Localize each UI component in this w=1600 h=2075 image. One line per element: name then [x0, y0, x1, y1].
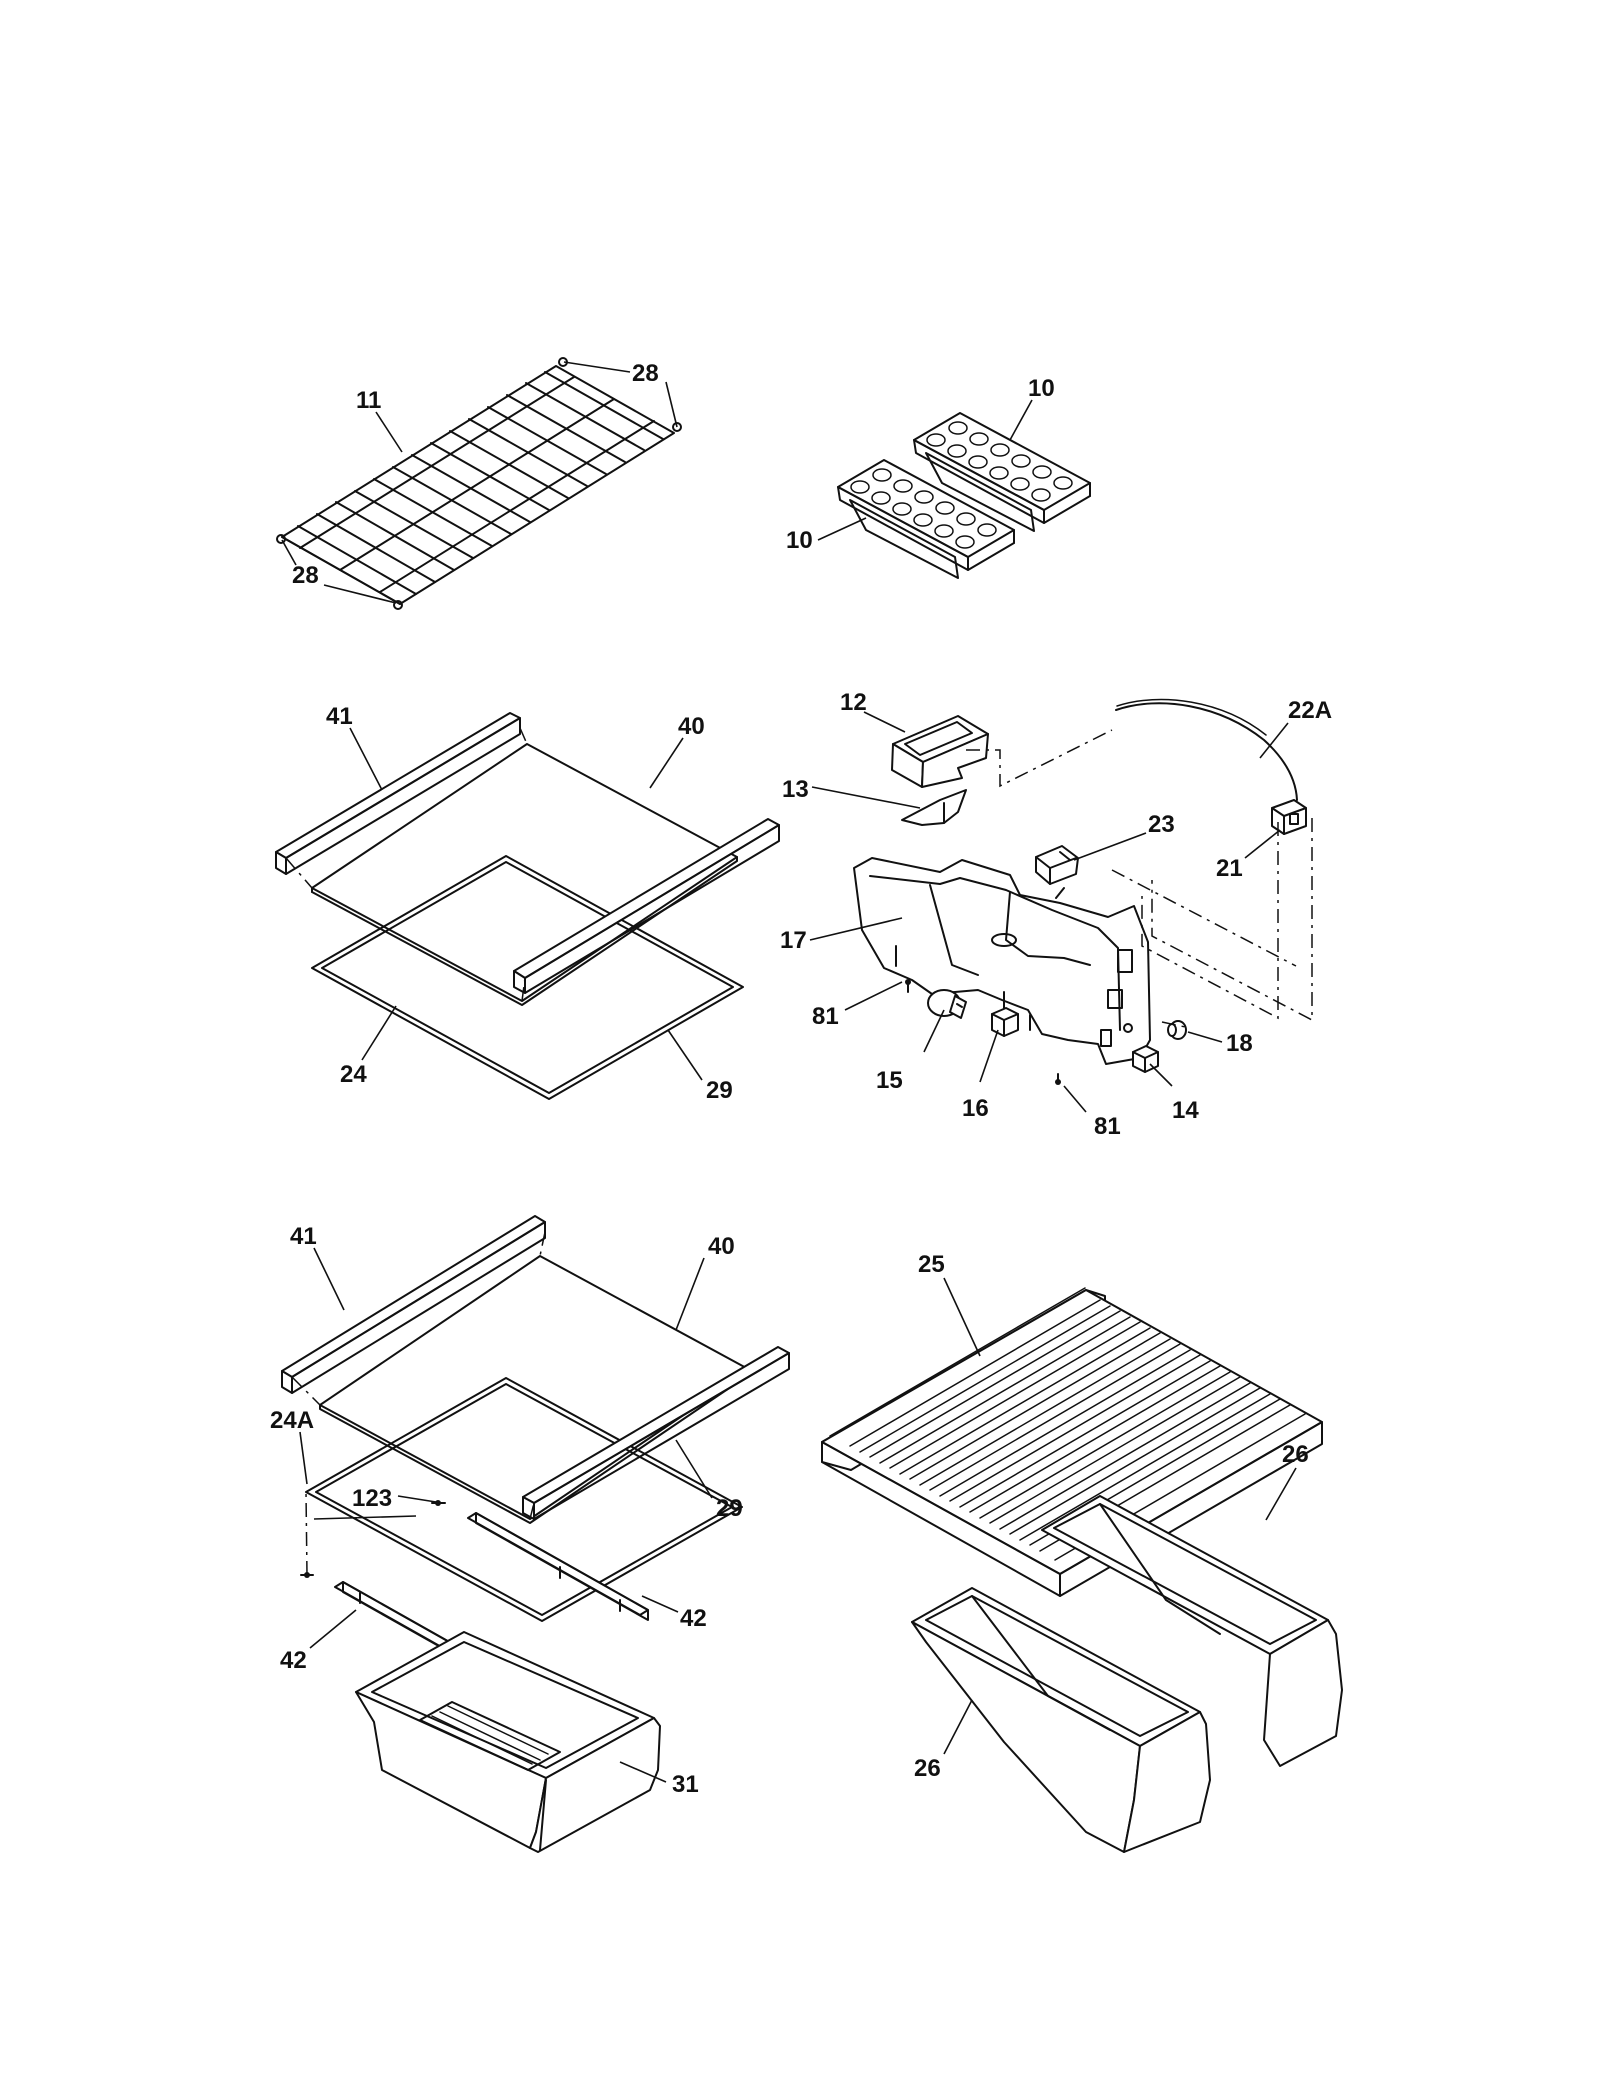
wire-harness — [1115, 698, 1298, 801]
part-label-81: 81 — [812, 1003, 839, 1030]
shelf-trim-front — [522, 1346, 790, 1520]
part-label-11: 11 — [356, 387, 381, 414]
alignment-line — [291, 1231, 546, 1576]
part-label-41: 41 — [290, 1223, 317, 1250]
wire-shelf — [281, 365, 675, 605]
part-label-81: 81 — [1094, 1113, 1121, 1140]
ice-tray — [837, 459, 1015, 579]
part-label-12: 12 — [840, 689, 867, 716]
crisper-cover — [821, 1287, 1323, 1597]
crisper-drawer — [1041, 1495, 1343, 1767]
part-label-42: 42 — [680, 1605, 707, 1632]
part-label-24: 24 — [340, 1061, 367, 1088]
part-label-26: 26 — [1282, 1441, 1309, 1468]
light-bulb — [927, 989, 967, 1019]
part-label-24a: 24A — [270, 1407, 314, 1434]
light-socket — [991, 991, 1019, 1037]
part-label-15: 15 — [876, 1067, 903, 1094]
part-label-17: 17 — [780, 927, 807, 954]
shelf-trim-rear — [281, 1215, 546, 1394]
ice-chute-flap — [901, 789, 967, 826]
screw — [905, 979, 1061, 1085]
part-label-28: 28 — [632, 360, 659, 387]
shelf-frame — [311, 855, 744, 1100]
part-label-123: 123 — [352, 1485, 392, 1512]
crisper-rail — [467, 1512, 649, 1621]
part-label-41: 41 — [326, 703, 353, 730]
alignment-line — [521, 977, 526, 1002]
ice-tray — [913, 412, 1091, 532]
part-label-40: 40 — [708, 1233, 735, 1260]
part-label-29: 29 — [706, 1077, 733, 1104]
part-labels: 28 11 28 10 10 41 40 29 24 12 22A 13 23 … — [270, 360, 1332, 1798]
alignment-line — [285, 857, 313, 889]
alignment-line — [519, 727, 528, 745]
part-label-28: 28 — [292, 562, 319, 589]
part-label-21: 21 — [1216, 855, 1243, 882]
crisper-drawer — [911, 1587, 1211, 1853]
part-label-26: 26 — [914, 1755, 941, 1782]
connector — [1271, 799, 1307, 835]
ice-bucket-cover — [891, 715, 989, 788]
shelf-trim-rear — [275, 712, 521, 875]
shelf-frame — [305, 1377, 743, 1622]
glass-shelf — [319, 1255, 751, 1524]
crisper-drawer — [355, 1631, 661, 1853]
part-label-22a: 22A — [1288, 697, 1332, 724]
alignment-line — [966, 729, 1313, 1029]
part-label-14: 14 — [1172, 1097, 1199, 1124]
part-label-18: 18 — [1226, 1030, 1253, 1057]
part-label-31: 31 — [672, 1771, 699, 1798]
leader-line — [281, 361, 1297, 1783]
part-label-42: 42 — [280, 1647, 307, 1674]
plug-button — [1167, 1020, 1187, 1040]
ice-maker-switch — [1035, 845, 1079, 885]
shelf-trim-front — [513, 818, 780, 994]
part-label-13: 13 — [782, 776, 809, 803]
part-label-40: 40 — [678, 713, 705, 740]
part-label-10: 10 — [1028, 375, 1055, 402]
part-label-29: 29 — [716, 1495, 743, 1522]
part-label-23: 23 — [1148, 811, 1175, 838]
part-label-25: 25 — [918, 1251, 945, 1278]
motor-housing — [853, 857, 1151, 1065]
part-label-10: 10 — [786, 527, 813, 554]
part-label-16: 16 — [962, 1095, 989, 1122]
